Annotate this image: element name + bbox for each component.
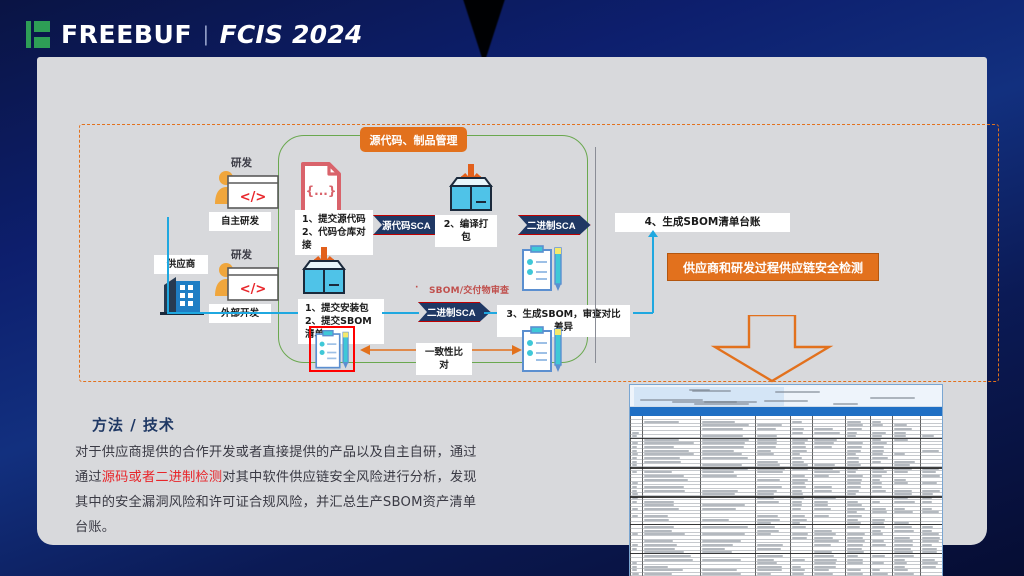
source-code-document-icon: {...} xyxy=(299,162,343,214)
sbom-spreadsheet-screenshot[interactable] xyxy=(629,384,943,576)
rail-to-binary-sca xyxy=(382,312,419,314)
checklist-clipboard-icon-right-upper xyxy=(521,244,565,294)
result-box-sbom-ledger: 4、生成SBOM清单台账 xyxy=(615,213,790,232)
svg-text:{...}: {...} xyxy=(306,184,337,198)
role-label-rd-lower: 研发 xyxy=(231,247,252,262)
badge-binary-sca-top: 二进制SCA xyxy=(518,215,591,235)
label-consistency-compare: 一致性比对 xyxy=(416,343,472,375)
rail-horizontal-lower-left xyxy=(167,312,302,314)
rail-after-binary-sca xyxy=(484,312,498,314)
brand-bar: FREEBUF | FCIS 2024 xyxy=(26,20,362,49)
arrow-head-up xyxy=(648,230,658,237)
checklist-clipboard-icon-left xyxy=(313,329,353,371)
method-title: 方法 / 技术 xyxy=(92,414,175,435)
svg-text:</>: </> xyxy=(240,190,267,205)
step-box-compile-package: 2、编译打包 xyxy=(435,215,497,247)
rail-vertical-left xyxy=(167,217,169,313)
rail-join-result xyxy=(633,312,653,314)
code-window-icon-lower: </> xyxy=(227,267,279,301)
artifact-package-icon-upper xyxy=(445,162,497,212)
conference-name: FCIS 2024 xyxy=(220,20,363,49)
freebuf-logo-mark xyxy=(26,21,50,48)
big-down-arrow xyxy=(709,315,835,383)
artifact-package-icon-lower xyxy=(298,245,350,295)
brand-name: FREEBUF xyxy=(61,20,192,49)
bullet-dot: · xyxy=(415,283,419,293)
label-sbom-delivery-review: SBOM/交付物审查 xyxy=(429,283,509,296)
content-card: 源代码、制品管理 研发 </> 自主研发 研发 </> 外部开发 供应商 xyxy=(37,57,987,545)
method-body-highlight: 源码或者二进制检测 xyxy=(102,470,223,485)
brand-separator: | xyxy=(203,23,208,47)
svg-text:</>: </> xyxy=(240,282,267,297)
label-self-developed: 自主研发 xyxy=(209,212,271,231)
spreadsheet-grid xyxy=(630,385,942,576)
method-body: 对于供应商提供的合作开发或者直接提供的产品以及自主自研，通过通过源码或者二进制检… xyxy=(75,440,487,540)
code-window-icon-upper: </> xyxy=(227,175,279,209)
role-label-rd-upper: 研发 xyxy=(231,155,252,170)
divider-vertical xyxy=(595,147,596,363)
badge-binary-sca-lower: 二进制SCA xyxy=(418,302,491,322)
rail-vertical-result xyxy=(652,235,654,313)
pill-source-artifact-management: 源代码、制品管理 xyxy=(360,127,467,152)
spotlight-beam-dark xyxy=(462,0,506,64)
bar-supply-chain-detection: 供应商和研发过程供应链安全检测 xyxy=(667,253,879,281)
checklist-clipboard-icon-right-lower xyxy=(521,325,565,375)
